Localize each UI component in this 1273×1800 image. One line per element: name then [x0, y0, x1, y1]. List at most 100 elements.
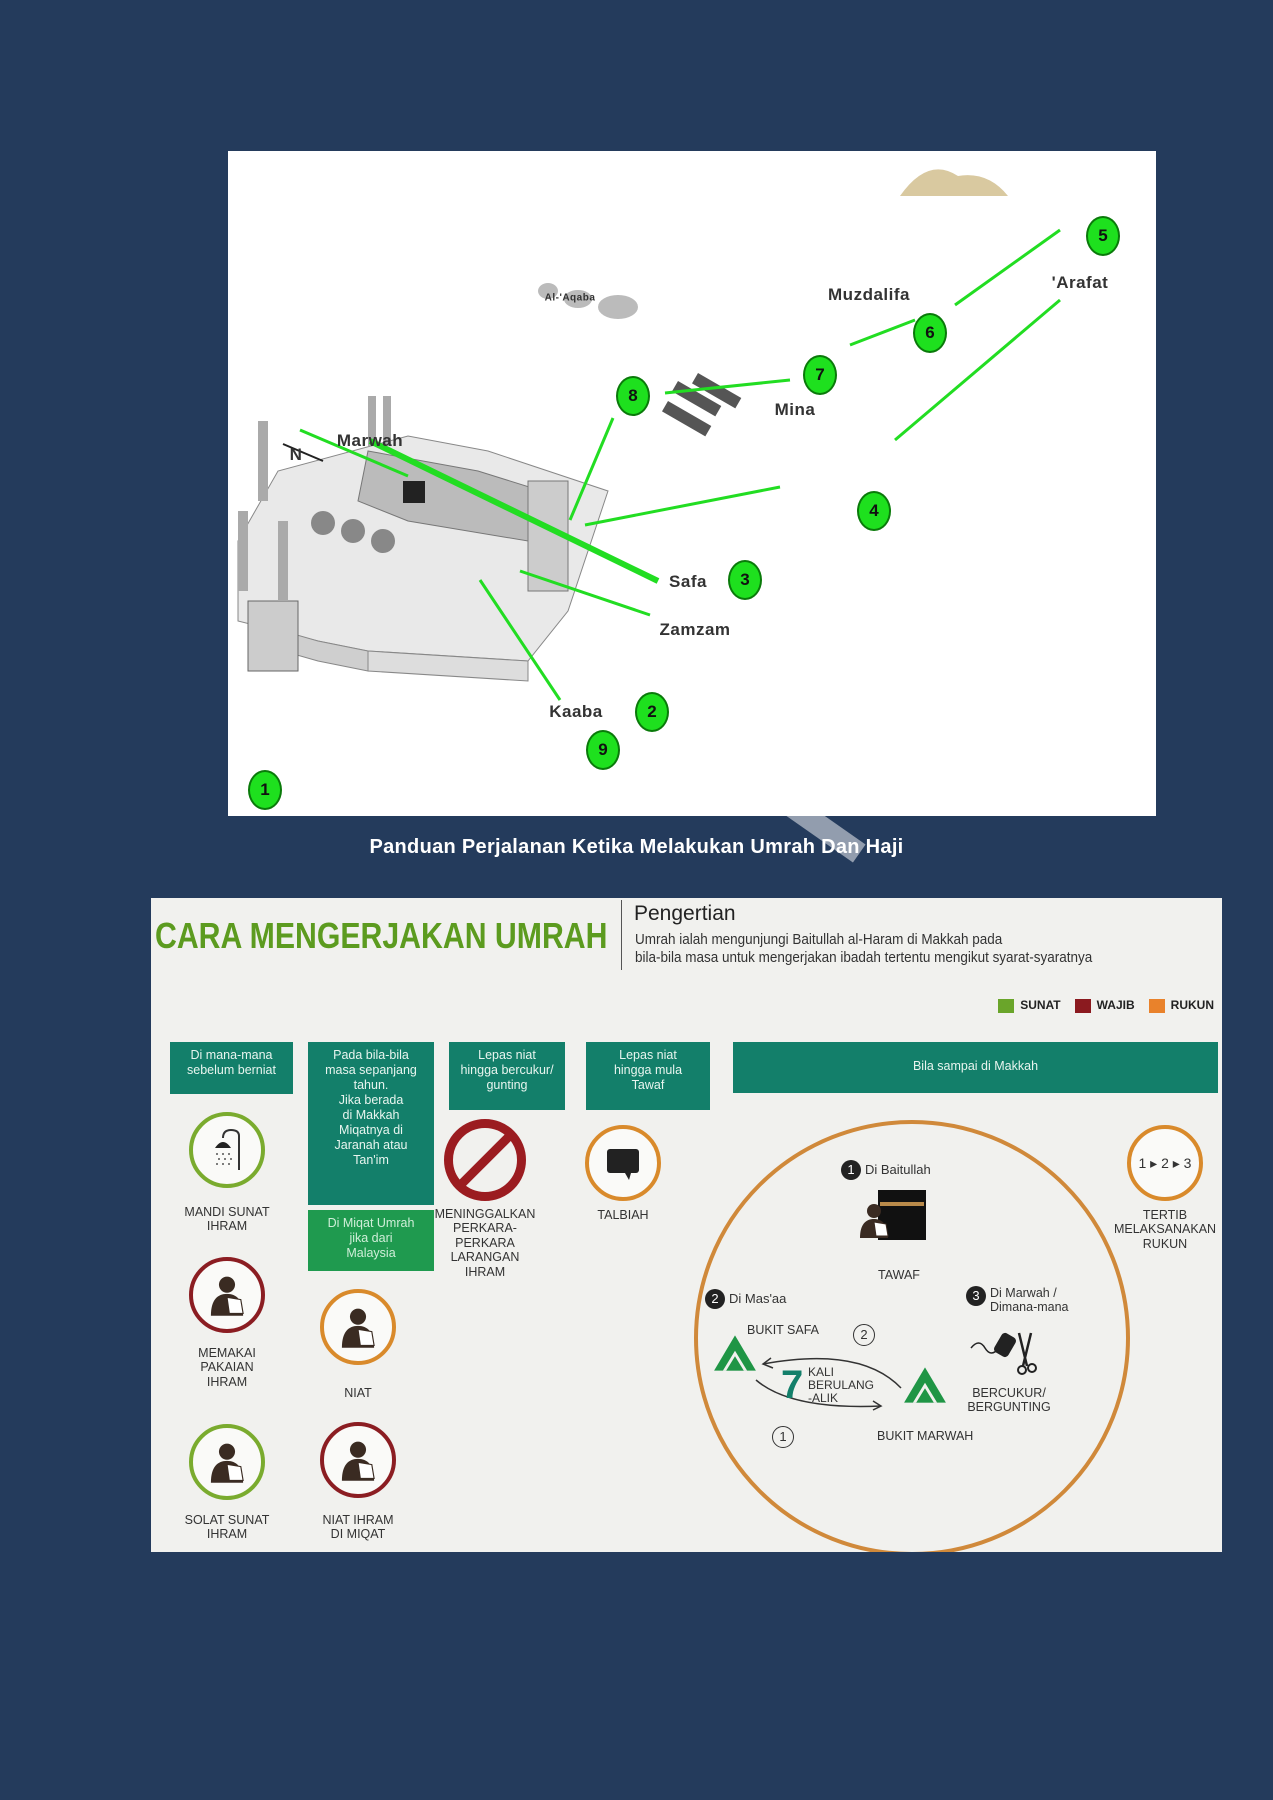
- item-line: IHRAM: [464, 1264, 506, 1279]
- masjid-illustration: [237, 169, 1061, 701]
- tawaf-label: TAWAF: [878, 1268, 920, 1282]
- item-line: KALI: [808, 1365, 835, 1379]
- header-line: Miqatnya di: [339, 1123, 403, 1137]
- header-line: hingga bercukur/: [460, 1063, 554, 1077]
- divider: [621, 900, 622, 970]
- item-line: MANDI SUNAT: [184, 1205, 270, 1219]
- step-marker-9: 9: [586, 730, 620, 770]
- header-sampai-makkah: Bila sampai di Makkah: [733, 1042, 1218, 1093]
- header-line: Di Miqat Umrah: [327, 1216, 415, 1230]
- header-line: Pada bila-bila: [333, 1048, 409, 1062]
- step-marker-6: 6: [913, 313, 947, 353]
- item-talbiah: TALBIAH: [597, 1208, 649, 1222]
- item-line: IHRAM: [206, 1527, 248, 1542]
- person-niat-ihram-icon: [320, 1422, 396, 1498]
- item-bercukur: BERCUKUR/BERGUNTING: [967, 1386, 1050, 1415]
- header-line: Tawaf: [631, 1078, 665, 1092]
- rukun-step-2: 2 Di Mas'aa: [705, 1289, 786, 1309]
- item-line: TERTIB: [1142, 1208, 1188, 1222]
- label-muzdalifa: Muzdalifa: [828, 285, 910, 304]
- shower-icon: [189, 1112, 265, 1188]
- header-line: sebelum berniat: [187, 1063, 276, 1077]
- legend-label: SUNAT: [1020, 998, 1061, 1012]
- person-ihram-icon: [189, 1257, 265, 1333]
- definition-heading: Pengertian: [634, 902, 736, 925]
- label-zamzam: Zamzam: [659, 620, 731, 639]
- label-safa: Safa: [669, 572, 707, 591]
- sequence-icon: 1 ▸ 2 ▸ 3: [1127, 1125, 1203, 1201]
- figure-caption: Panduan Perjalanan Ketika Melakukan Umra…: [369, 836, 904, 858]
- label-north: N: [289, 445, 303, 464]
- label-arafat: 'Arafat: [1051, 273, 1109, 292]
- header-line: Lepas niat: [619, 1048, 677, 1062]
- header-line: Jika berada: [338, 1093, 404, 1107]
- item-niat: NIAT: [344, 1386, 372, 1400]
- item-line: MEMAKAI: [198, 1346, 256, 1360]
- definition-line: bila-bila masa untuk mengerjakan ibadah …: [635, 950, 1093, 966]
- item-line: BERULANG: [808, 1378, 875, 1393]
- item-line: NIAT IHRAM: [322, 1513, 394, 1527]
- step-number: 2: [705, 1289, 725, 1309]
- step-label: Dimana-mana: [990, 1300, 1069, 1314]
- umrah-infographic: CARA MENGERJAKAN UMRAH Pengertian Umrah …: [151, 898, 1222, 1552]
- item-line: DI MIQAT: [330, 1527, 386, 1542]
- back-and-forth-arrows-icon: [755, 1357, 902, 1411]
- header-line: gunting: [486, 1078, 528, 1092]
- item-line: MENINGGALKAN: [434, 1207, 536, 1221]
- arrow-number: 2: [853, 1324, 875, 1346]
- item-line: BERGUNTING: [967, 1400, 1051, 1415]
- arrow-return-number: 2: [853, 1324, 875, 1346]
- seven-count: 7: [781, 1363, 804, 1407]
- item-line: -ALIK: [808, 1391, 839, 1406]
- legend-label: WAJIB: [1096, 998, 1135, 1012]
- header-line: tahun.: [353, 1078, 389, 1092]
- item-line: PERKARA-: [453, 1221, 517, 1236]
- step-label: Di Baitullah: [865, 1162, 931, 1177]
- header-line: Lepas niat: [478, 1048, 536, 1062]
- item-line: PAKAIAN: [200, 1360, 254, 1375]
- step-marker-2: 2: [635, 692, 669, 732]
- kaaba-tawaf-icon: [859, 1190, 926, 1240]
- legend-swatch: [1148, 998, 1165, 1013]
- header-line: masa sepanjang: [325, 1063, 417, 1077]
- hajj-route-map: 'Arafat Muzdalifa Al-'Aqaba Mina Marwah …: [228, 151, 1156, 816]
- arrow-number: 1: [772, 1426, 794, 1448]
- item-line: RUKUN: [1142, 1236, 1188, 1251]
- header-line: jika dari: [349, 1231, 393, 1245]
- definition-line: Umrah ialah mengunjungi Baitullah al-Har…: [635, 932, 1003, 948]
- north-arrow-icon: [282, 443, 324, 462]
- item-line: SOLAT SUNAT: [184, 1513, 270, 1527]
- infographic-title: CARA MENGERJAKAN UMRAH: [155, 915, 608, 956]
- legend-swatch: [998, 998, 1015, 1013]
- item-line: IHRAM: [206, 1219, 248, 1234]
- speech-bubble-icon: [585, 1125, 661, 1201]
- person-niat-icon: [320, 1289, 396, 1365]
- shaver-scissors-icon: [970, 1332, 1037, 1375]
- bukit-marwah-label: BUKIT MARWAH: [877, 1429, 974, 1443]
- step-label: Di Marwah /: [990, 1286, 1057, 1300]
- bukit-safa-label: BUKIT SAFA: [747, 1323, 820, 1337]
- item-line: PERKARA: [455, 1235, 515, 1250]
- header-line: Malaysia: [346, 1246, 396, 1260]
- label-marwah: Marwah: [336, 431, 404, 450]
- step-label: Di Mas'aa: [729, 1291, 787, 1306]
- arrow-forward-number: 1: [772, 1426, 794, 1448]
- legend-label: RUKUN: [1170, 998, 1214, 1012]
- label-kaaba: Kaaba: [549, 702, 603, 721]
- legend-swatch: [1074, 998, 1091, 1013]
- item-line: MELAKSANAKAN: [1113, 1222, 1217, 1237]
- step-marker-3: 3: [728, 560, 762, 600]
